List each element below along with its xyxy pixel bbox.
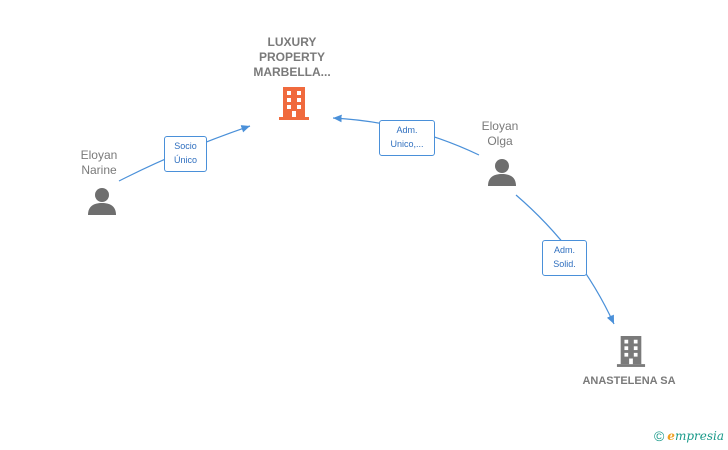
relation-label-adm-unico[interactable]: Adm. Unico,... — [379, 120, 435, 156]
person-name-narine[interactable]: Eloyan Narine — [80, 148, 118, 177]
empresia-logo[interactable]: © empresia — [654, 428, 724, 444]
relation-label-adm-solid[interactable]: Adm. Solid. — [542, 240, 587, 276]
copyright-icon: © — [653, 428, 665, 444]
building-icon[interactable] — [278, 86, 310, 120]
building-icon[interactable] — [616, 334, 646, 368]
person-icon[interactable] — [487, 157, 517, 187]
company-name-anastelena[interactable]: ANASTELENA SA — [582, 375, 676, 387]
brand-name: mpresia — [674, 429, 724, 443]
company-name-luxury[interactable]: LUXURY PROPERTY MARBELLA... — [253, 35, 331, 79]
person-name-olga[interactable]: Eloyan Olga — [481, 119, 519, 148]
relation-label-socio-unico[interactable]: Socio Único — [164, 136, 207, 172]
person-icon[interactable] — [87, 186, 117, 216]
brand-initial: e — [667, 429, 675, 443]
